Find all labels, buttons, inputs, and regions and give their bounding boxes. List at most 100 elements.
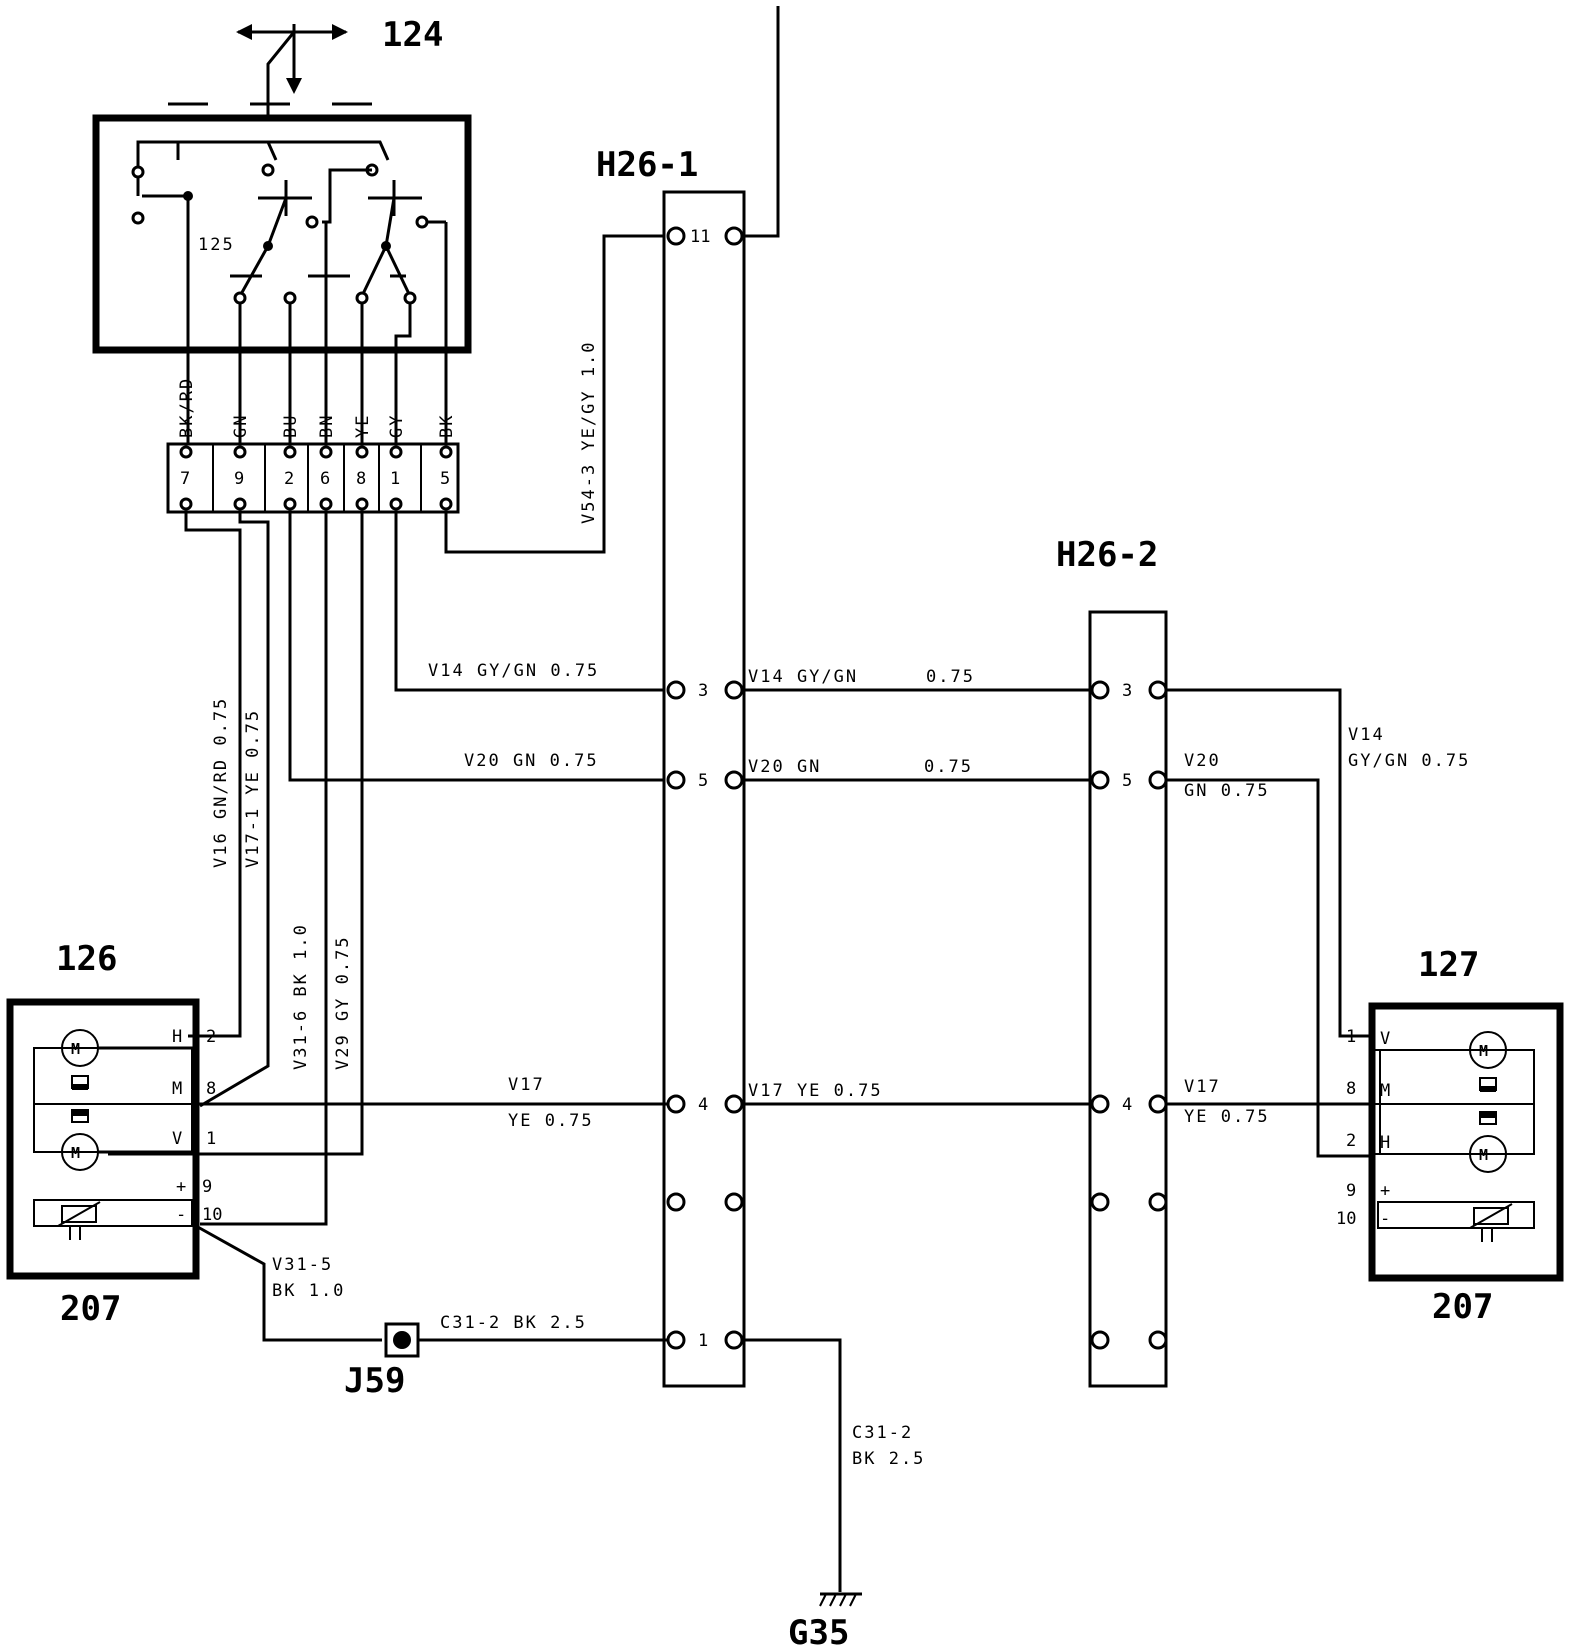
mirror-left-minus-sign: - (176, 1205, 186, 1225)
connector-pin-number: 1 (390, 469, 400, 489)
heater-left-number: 207 (60, 1289, 121, 1329)
h26-2-pin-5: 5 (1122, 771, 1132, 791)
heater-right-number: 207 (1432, 1287, 1493, 1327)
h26-2-pin-4: 4 (1122, 1095, 1132, 1115)
connector-h26-1: H26-1 11 3 5 4 1 (596, 6, 780, 1388)
wire-v20-in-label: V20 GN 0.75 (464, 751, 599, 771)
connector-pin-terminal (389, 445, 403, 459)
mirror-left-pin-plus: 9 (202, 1177, 212, 1197)
wire-v20-out-label-b: GN 0.75 (1184, 781, 1270, 801)
switch-wires (108, 234, 668, 1226)
wire-v17-out-label-b: YE 0.75 (1184, 1107, 1270, 1127)
connector-wire-color: YE (353, 414, 373, 438)
motor-right-lower-label: M (1479, 1146, 1488, 1164)
switch-124: 124 (92, 15, 472, 446)
motor-left-upper-label: M (71, 1040, 80, 1058)
connector-pin-number: 7 (180, 469, 190, 489)
wire-v14-out-label-b: GY/GN 0.75 (1348, 751, 1470, 771)
wire-v14-mid-label-a: V14 GY/GN (748, 667, 858, 687)
connector-pin-terminal (283, 497, 297, 511)
mirror-left-pin-h: 2 (206, 1027, 216, 1047)
wire-v16-label: V16 GN/RD 0.75 (211, 697, 231, 868)
wire-v31-5-label-b: BK 1.0 (272, 1281, 345, 1301)
connector-pin-number: 8 (356, 469, 366, 489)
wire-c31-2-label: C31-2 BK 2.5 (440, 1313, 587, 1333)
connector-pin-number: 6 (320, 469, 330, 489)
mirror-right-h-letter: H (1380, 1133, 1390, 1153)
wire-v17-out-label-a: V17 (1184, 1077, 1221, 1097)
connector-pin-terminal (355, 497, 369, 511)
mirror-right-plus-sign: + (1380, 1181, 1390, 1201)
mirror-left-h-letter: H (172, 1027, 182, 1047)
motor-right-upper-label: M (1479, 1042, 1488, 1060)
mirror-127: 127 M M 1 V 8 M 2 H 9 + 10 - 207 (1336, 945, 1564, 1327)
mirror-right-pin-h: 2 (1346, 1131, 1356, 1151)
wire-v29-label: V29 GY 0.75 (333, 935, 353, 1070)
connector-pin-terminal (283, 445, 297, 459)
ground-g35: G35 (742, 1338, 862, 1648)
wire-c31-2-gnd-label-b: BK 2.5 (852, 1449, 925, 1469)
wire-v54-label: V54-3 YE/GY 1.0 (579, 340, 599, 524)
wire-v20-out-label-a: V20 (1184, 751, 1221, 771)
wire-c31-2-gnd-label-a: C31-2 (852, 1423, 913, 1443)
connector-pin-terminal (179, 497, 193, 511)
h26-1-pin-11: 11 (690, 227, 710, 247)
wire-v14-mid-label-b: 0.75 (926, 667, 975, 687)
left-mirror-wires (98, 1046, 668, 1342)
inter-connector-wires (742, 688, 1092, 1106)
h26-1-pin-1: 1 (698, 1331, 708, 1351)
ground-g35-label: G35 (788, 1613, 849, 1648)
mirror-left-pin-v: 1 (206, 1129, 216, 1149)
right-wires (1166, 688, 1372, 1158)
mirror-right-pin-m: 8 (1346, 1079, 1356, 1099)
connector-wire-color: GN (231, 414, 251, 438)
connector-pin-terminal (319, 445, 333, 459)
h26-1-pin-5: 5 (698, 771, 708, 791)
wire-v17-in-label-a: V17 (508, 1075, 545, 1095)
connector-pin-terminal (319, 497, 333, 511)
wire-v31-6-label: V31-6 BK 1.0 (291, 923, 311, 1070)
mirror-right-pin-plus: 9 (1346, 1181, 1356, 1201)
mirror-126: 126 M M H 2 M 8 V 1 + 9 - 10 207 (6, 939, 222, 1329)
connector-h26-1-title: H26-1 (596, 145, 698, 185)
splice-j59: J59 (344, 1322, 668, 1401)
mirror-left-pin-minus: 10 (202, 1205, 222, 1225)
connector-pin-terminal (355, 445, 369, 459)
connector-pin-number: 2 (284, 469, 294, 489)
connector-h26-2-title: H26-2 (1056, 535, 1158, 575)
h26-1-pin-4: 4 (698, 1095, 708, 1115)
switch-number: 124 (382, 15, 443, 55)
h26-2-pin-3: 3 (1122, 681, 1132, 701)
connector-wire-color: BK (437, 414, 457, 438)
mirror-left-m-letter: M (172, 1079, 182, 1099)
wire-v14-out-label-a: V14 (1348, 725, 1385, 745)
wire-v14-in-label: V14 GY/GN 0.75 (428, 661, 599, 681)
mirror-right-minus-sign: - (1380, 1209, 1390, 1229)
mirror-right-m-letter: M (1380, 1081, 1390, 1101)
mirror-right-pin-v: 1 (1346, 1027, 1356, 1047)
connector-wire-color: GY (387, 414, 407, 438)
connector-pin-number: 9 (234, 469, 244, 489)
connector-pin-terminal (439, 497, 453, 511)
connector-pin-terminal (233, 497, 247, 511)
wire-v20-mid-label-a: V20 GN (748, 757, 821, 777)
connector-pin-terminal (233, 445, 247, 459)
mirror-left-pin-m: 8 (206, 1079, 216, 1099)
h26-1-pin-3: 3 (698, 681, 708, 701)
connector-wire-color: BN (317, 414, 337, 438)
mirror-left-plus-sign: + (176, 1177, 186, 1197)
motor-left-lower-label: M (71, 1144, 80, 1162)
wire-v20-mid-label-b: 0.75 (924, 757, 973, 777)
mirror-right-v-letter: V (1380, 1029, 1390, 1049)
connector-wire-color: BU (281, 414, 301, 438)
mirror-126-number: 126 (56, 939, 117, 979)
connector-pin-terminal (439, 445, 453, 459)
connector-pin-terminal (179, 445, 193, 459)
connector-h26-2: H26-2 3 5 4 (1056, 535, 1168, 1388)
wire-v17-in-label-b: YE 0.75 (508, 1111, 594, 1131)
wire-v31-5-label-a: V31-5 (272, 1255, 333, 1275)
wire-v17-mid-label: V17 YE 0.75 (748, 1081, 883, 1101)
wire-v17-1-label: V17-1 YE 0.75 (243, 709, 263, 868)
switch-inner-number: 125 (198, 235, 235, 255)
mirror-127-number: 127 (1418, 945, 1479, 985)
